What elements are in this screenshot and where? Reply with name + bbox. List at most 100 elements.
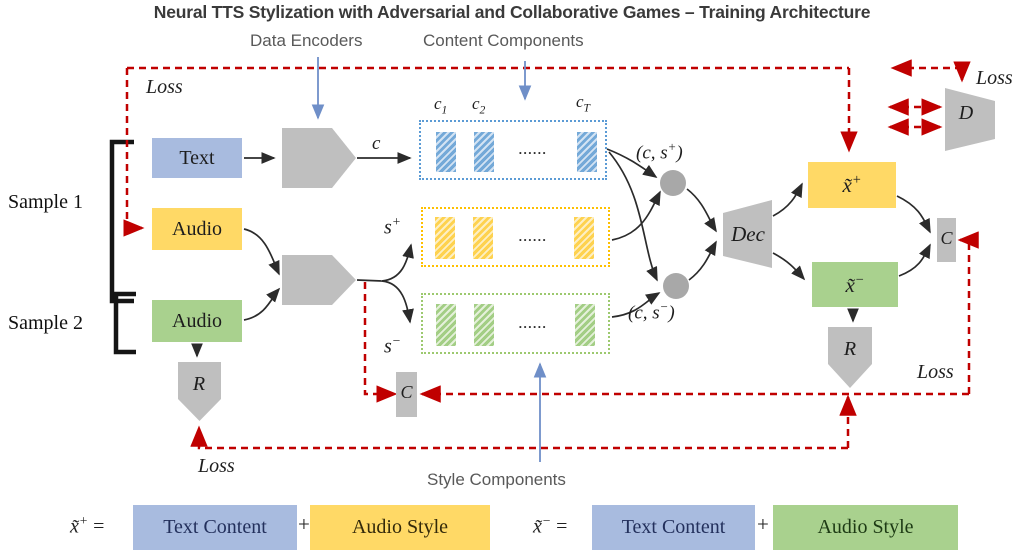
- formula2-lhs: x̃− =: [533, 513, 567, 539]
- formula1-text-content-box: Text Content: [133, 505, 297, 550]
- discriminator-label: D: [958, 102, 974, 124]
- content-bar-1: [436, 132, 456, 172]
- encoder-2-shape: [282, 255, 356, 305]
- x-pos-base: x̃: [842, 173, 852, 197]
- style-minus-box: ......: [421, 293, 610, 354]
- cT-base: c: [576, 92, 584, 111]
- concat-node-negative: [663, 273, 689, 299]
- s-plus-base: s: [384, 216, 392, 239]
- arrow-dec-to-xneg: [772, 252, 806, 281]
- x-negative-box: x̃−: [812, 262, 898, 307]
- concat-node-positive: [660, 170, 686, 196]
- s-minus-sup: −: [391, 333, 401, 348]
- c-edge-label: c: [372, 133, 381, 154]
- x-pos-sup: +: [851, 172, 862, 188]
- arrow-to-style-minus: [381, 280, 414, 324]
- x-neg-sup: −: [854, 271, 865, 288]
- pair-minus-open: (c, s: [628, 302, 660, 324]
- encoder-1-shape: [282, 128, 356, 188]
- pair-minus-label: (c, s−): [628, 299, 675, 324]
- arrow-to-style-plus: [381, 243, 414, 282]
- pair-minus-close: ): [668, 302, 675, 324]
- content-bar-2: [474, 132, 494, 172]
- sample1-bracket: [109, 139, 134, 304]
- formula2-audio-style-box: Audio Style: [773, 505, 958, 550]
- content-ellipsis: ......: [518, 142, 548, 157]
- text-input-box: Text: [152, 138, 242, 178]
- sample-brackets: [109, 139, 136, 355]
- style-plus-bar-T: [574, 217, 594, 259]
- loss-arrow-into-c-right: [957, 231, 979, 394]
- loss-label-top-right: Loss: [976, 67, 1013, 89]
- pair-plus-label: (c, s+): [636, 139, 683, 164]
- content-components-label: Content Components: [423, 31, 584, 50]
- content-components-box: ......: [419, 120, 607, 180]
- formula2-plus: +: [757, 512, 769, 536]
- loss-label-bottom-right: Loss: [917, 361, 954, 383]
- pair-plus-close: ): [676, 142, 683, 164]
- pair-plus-open: (c, s: [636, 142, 668, 164]
- c-left-label: C: [400, 382, 413, 402]
- pair-plus-sup: +: [667, 139, 677, 154]
- style-plus-box: ......: [421, 207, 610, 267]
- s-plus-sup: +: [391, 214, 401, 229]
- style-minus-bar-1: [436, 304, 456, 346]
- f1-lhs-sup: +: [78, 513, 89, 528]
- c-right-label: C: [940, 228, 953, 248]
- arrow-xpos-to-c: [896, 195, 931, 234]
- arrow-node-neg-to-dec: [688, 240, 717, 281]
- sample2-bracket: [113, 291, 136, 355]
- loss-label-top-left: Loss: [146, 76, 183, 98]
- style-plus-bar-1: [435, 217, 455, 259]
- cT-sub: T: [583, 101, 590, 115]
- x-neg-base: x̃: [845, 272, 855, 297]
- cT-label: cT: [576, 92, 590, 114]
- formula1-plus: +: [298, 512, 310, 536]
- arrow-audio1-to-encoder2: [243, 228, 280, 276]
- formula1-lhs: x̃+ =: [70, 513, 104, 539]
- pair-minus-sup: −: [659, 299, 669, 314]
- r-right-label: R: [843, 338, 857, 360]
- arrow-content-to-node-neg: [608, 151, 658, 282]
- sample2-label: Sample 2: [8, 312, 83, 334]
- arrow-xneg-to-c: [898, 243, 931, 277]
- audio-sample2-box: Audio: [152, 300, 242, 342]
- decoder-label: Dec: [731, 222, 765, 246]
- style-plus-ellipsis: ......: [518, 229, 548, 244]
- c1-sub: 1: [441, 103, 448, 117]
- arrow-splus-to-node-pos: [611, 190, 661, 241]
- style-minus-ellipsis: ......: [518, 316, 548, 331]
- style-plus-bar-2: [473, 217, 493, 259]
- content-bar-T: [577, 132, 597, 172]
- c2-label: c2: [472, 94, 485, 116]
- f2-lhs-base: x̃: [533, 515, 542, 538]
- formula1-audio-style-box: Audio Style: [310, 505, 490, 550]
- encoder2-out-stub: [356, 279, 383, 282]
- data-encoders-label: Data Encoders: [250, 31, 363, 50]
- s-minus-base: s: [384, 335, 392, 358]
- s-plus-label: s+: [384, 214, 401, 240]
- r-left-label: R: [192, 373, 206, 395]
- x-positive-label: x̃+: [843, 172, 862, 198]
- page-title: Neural TTS Stylization with Adversarial …: [153, 2, 871, 22]
- f1-lhs-base: x̃: [70, 515, 79, 538]
- audio-sample1-box: Audio: [152, 208, 242, 250]
- arrow-audio2-to-encoder2: [243, 287, 281, 321]
- c-left-box: C: [396, 372, 417, 417]
- c2-sub: 2: [479, 103, 486, 117]
- x-negative-label: x̃−: [846, 272, 865, 298]
- style-minus-bar-T: [575, 304, 595, 346]
- sample1-label: Sample 1: [8, 191, 83, 213]
- style-minus-bar-2: [474, 304, 494, 346]
- c1-label: c1: [434, 94, 447, 116]
- c2-base: c: [472, 94, 480, 113]
- loss-label-bottom-left: Loss: [198, 455, 235, 477]
- s-minus-label: s−: [384, 333, 401, 359]
- formula2-text-content-box: Text Content: [592, 505, 755, 550]
- style-components-label: Style Components: [427, 470, 566, 489]
- arrow-node-pos-to-dec: [686, 188, 717, 233]
- c1-base: c: [434, 94, 442, 113]
- f2-eq: =: [556, 515, 568, 538]
- arrow-dec-to-xpos: [772, 182, 803, 217]
